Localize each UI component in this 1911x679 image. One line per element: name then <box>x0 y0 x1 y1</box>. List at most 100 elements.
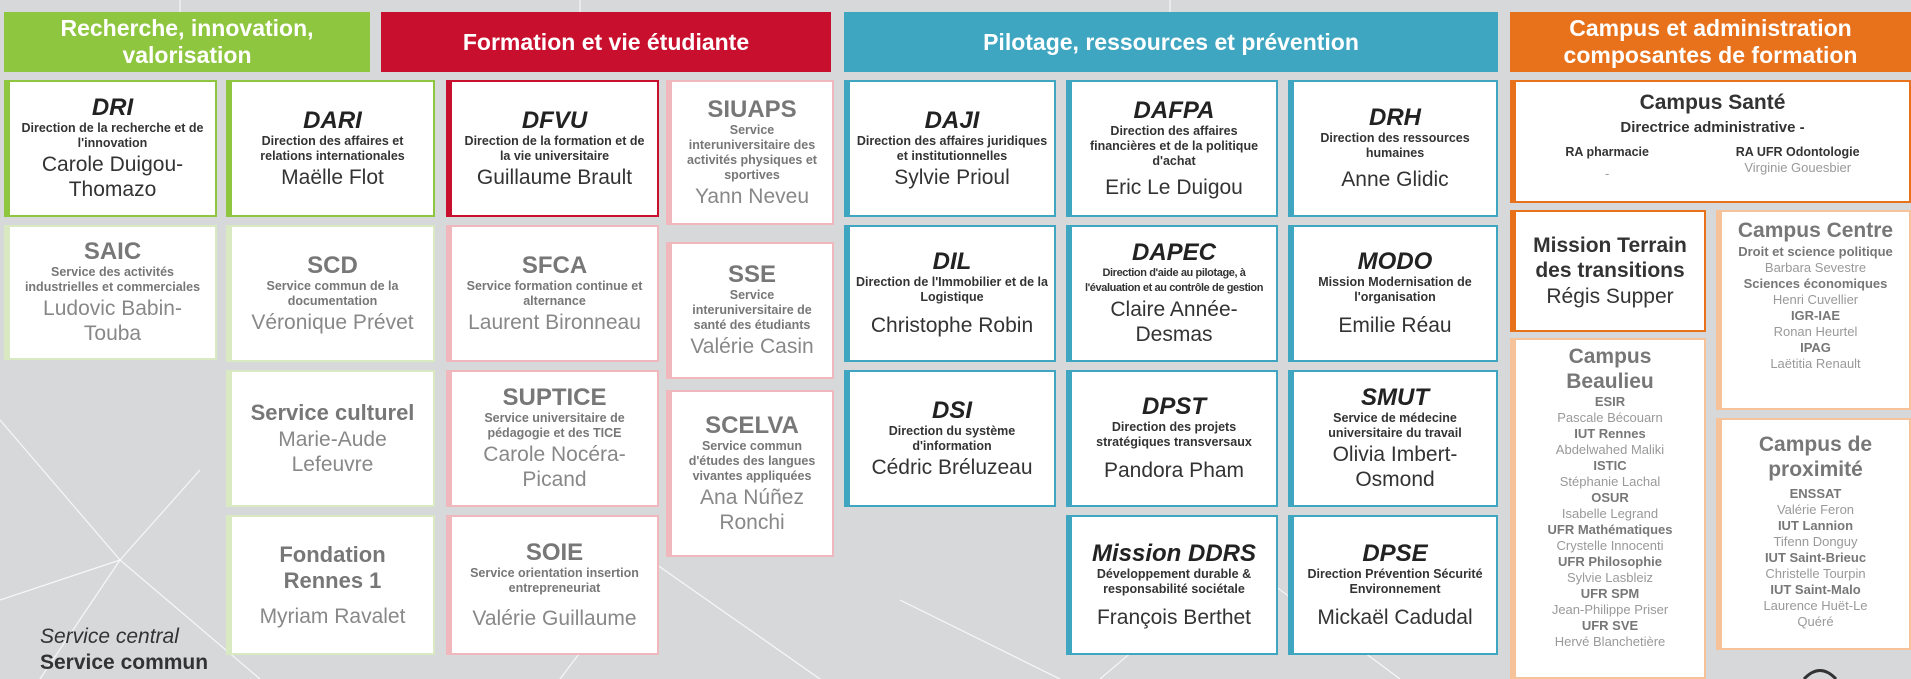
card-dafpa[interactable]: DAFPA Direction des affaires financières… <box>1066 80 1278 217</box>
card-abbr: DFVU <box>521 106 588 134</box>
card-title: Service culturel <box>250 400 415 425</box>
card-modo[interactable]: MODO Mission Modernisation de l'organisa… <box>1288 225 1498 362</box>
card-person: Maëlle Flot <box>281 165 384 189</box>
campus-unit-person: Barbara Sevestre <box>1764 260 1867 275</box>
mission-person: Régis Supper <box>1546 285 1674 308</box>
card-mission-terrain[interactable]: Mission Terrain des transitions Régis Su… <box>1510 210 1706 332</box>
campus-title: Campus de proximité <box>1758 433 1873 481</box>
card-abbr: DAPEC <box>1131 239 1216 266</box>
card-soie[interactable]: SOIE Service orientation insertion entre… <box>446 515 659 655</box>
card-campus-proximite[interactable]: Campus de proximité ENSSAT Valérie Feron… <box>1716 418 1911 650</box>
campus-unit: UFR SPM <box>1580 586 1640 601</box>
card-siuaps[interactable]: SIUAPS Service interuniversitaire des ac… <box>666 80 834 225</box>
card-abbr: SFCA <box>521 251 588 279</box>
card-title: Fondation Rennes 1 <box>279 541 386 593</box>
card-scelva[interactable]: SCELVA Service commun d'études des langu… <box>666 390 834 557</box>
campus-unit: Droit et science politique <box>1738 244 1893 259</box>
card-campus-beaulieu[interactable]: Campus Beaulieu ESIR Pascale Bécouarn IU… <box>1510 338 1706 679</box>
card-fondation[interactable]: Fondation Rennes 1 Myriam Ravalet <box>226 515 435 655</box>
campus-unit-person: Valérie Feron <box>1776 502 1855 517</box>
campus-unit-person: Jean-Philippe Priser <box>1551 602 1669 617</box>
campus-role: Directrice administrative - <box>1620 119 1805 136</box>
card-person: Valérie Casin <box>690 335 814 358</box>
card-sfca[interactable]: SFCA Service formation continue et alter… <box>446 225 659 362</box>
card-desc: Développement durable & responsabilité s… <box>1096 566 1252 596</box>
card-person: Véronique Prévet <box>251 310 414 334</box>
card-campus-sante[interactable]: Campus Santé Directrice administrative -… <box>1510 80 1911 203</box>
campus-unit: IGR-IAE <box>1790 308 1841 323</box>
card-desc: Service commun de la documentation <box>266 278 399 308</box>
card-desc: Service interuniversitaire de santé des … <box>692 288 812 332</box>
campus-unit: ESIR <box>1594 394 1626 409</box>
campus-unit-person: Ronan Heurtel <box>1773 324 1858 339</box>
card-person: Pandora Pham <box>1103 459 1245 482</box>
card-abbr: DSI <box>931 396 972 424</box>
card-desc: Service commun d'études des langues viva… <box>688 438 816 483</box>
card-dri[interactable]: DRI Direction de la recherche et de l'in… <box>4 80 217 217</box>
campus-unit: IUT Lannion <box>1777 518 1854 533</box>
card-person: Marie-Aude Lefeuvre <box>278 428 387 476</box>
card-dapec[interactable]: DAPEC Direction d'aide au pilotage, à l'… <box>1066 225 1278 362</box>
card-abbr: DARI <box>303 106 362 134</box>
campus-ra-odontologie: RA UFR Odontologie Virginie Gouesbier <box>1736 145 1860 182</box>
card-culturel[interactable]: Service culturel Marie-Aude Lefeuvre <box>226 370 435 507</box>
campus-unit: UFR Philosophie <box>1558 554 1662 569</box>
card-ddrs[interactable]: Mission DDRS Développement durable & res… <box>1066 515 1278 655</box>
card-desc: Direction des affaires financières et de… <box>1089 123 1259 168</box>
card-desc: Direction Prévention Sécurité Environnem… <box>1307 566 1483 596</box>
header-formation: Formation et vie étudiante <box>381 12 831 72</box>
card-desc: Service universitaire de pédagogie et de… <box>484 411 625 440</box>
card-abbr: MODO <box>1357 248 1433 275</box>
card-dpse[interactable]: DPSE Direction Prévention Sécurité Envir… <box>1288 515 1498 655</box>
campus-unit: IUT Saint-Malo <box>1770 582 1861 597</box>
card-person: Carole Nocéra-Picand <box>483 443 626 491</box>
campus-title: Campus Beaulieu <box>1566 345 1654 393</box>
campus-unit: OSUR <box>1591 490 1629 505</box>
card-scd[interactable]: SCD Service commun de la documentation V… <box>226 225 435 362</box>
campus-ra-label: RA UFR Odontologie <box>1735 145 1860 159</box>
card-dpst[interactable]: DPST Direction des projets stratégiques … <box>1066 370 1278 507</box>
campus-unit-person: Sylvie Lasbleiz <box>1567 570 1653 585</box>
campus-unit: ISTIC <box>1593 458 1627 473</box>
campus-unit: IUT Saint-Brieuc <box>1764 550 1867 565</box>
card-campus-centre[interactable]: Campus Centre Droit et science politique… <box>1716 210 1911 410</box>
card-abbr: DRH <box>1369 104 1421 131</box>
card-desc: Direction des affaires juridiques et ins… <box>856 133 1048 163</box>
card-person: Valérie Guillaume <box>472 606 637 630</box>
campus-unit: UFR Mathématiques <box>1547 522 1673 537</box>
card-person: Claire Année-Desmas <box>1110 298 1238 346</box>
card-smut[interactable]: SMUT Service de médecine universitaire d… <box>1288 370 1498 507</box>
card-sse[interactable]: SSE Service interuniversitaire de santé … <box>666 242 834 379</box>
campus-unit-person: Christelle Tourpin <box>1765 566 1866 581</box>
card-abbr: DAJI <box>924 106 980 134</box>
campus-unit-person: Stéphanie Lachal <box>1559 474 1661 489</box>
campus-unit: Sciences économiques <box>1743 276 1888 291</box>
card-desc: Service interuniversitaire des activités… <box>687 122 817 182</box>
card-abbr: SSE <box>727 261 777 288</box>
card-person: Guillaume Brault <box>476 165 633 189</box>
card-dsi[interactable]: DSI Direction du système d'information C… <box>844 370 1056 507</box>
card-drh[interactable]: DRH Direction des ressources humaines An… <box>1288 80 1498 217</box>
campus-unit-person: Isabelle Legrand <box>1561 506 1659 521</box>
campus-title: Campus Santé <box>1639 91 1786 114</box>
card-person: Laurent Bironneau <box>468 310 641 334</box>
card-abbr: SMUT <box>1361 384 1429 411</box>
card-desc: Direction des projets stratégiques trans… <box>1096 420 1252 449</box>
card-desc: Direction des affaires et relations inte… <box>260 133 405 163</box>
card-dari[interactable]: DARI Direction des affaires et relations… <box>226 80 435 217</box>
card-person: Carole Duigou-Thomazo <box>41 153 184 201</box>
card-abbr: DPST <box>1141 393 1206 420</box>
mission-title: Mission Terrain des transitions <box>1533 234 1687 282</box>
card-suptice[interactable]: SUPTICE Service universitaire de pédagog… <box>446 370 659 507</box>
card-desc: Service de médecine universitaire du tra… <box>1328 411 1462 440</box>
card-dfvu[interactable]: DFVU Direction de la formation et de la … <box>446 80 659 217</box>
card-dil[interactable]: DIL Direction de l'Immobilier et de la L… <box>844 225 1056 362</box>
header-pilotage: Pilotage, ressources et prévention <box>844 12 1498 72</box>
card-daji[interactable]: DAJI Direction des affaires juridiques e… <box>844 80 1056 217</box>
campus-unit: ENSSAT <box>1789 486 1842 501</box>
card-saic[interactable]: SAIC Service des activités industrielles… <box>4 225 217 360</box>
card-desc: Direction de l'Immobilier et de la Logis… <box>856 275 1048 304</box>
card-desc: Direction d'aide au pilotage, à l'évalua… <box>1084 267 1264 294</box>
campus-unit: IUT Rennes <box>1574 426 1646 441</box>
campus-ra-row: RA pharmacie - RA UFR Odontologie Virgin… <box>1522 145 1903 182</box>
